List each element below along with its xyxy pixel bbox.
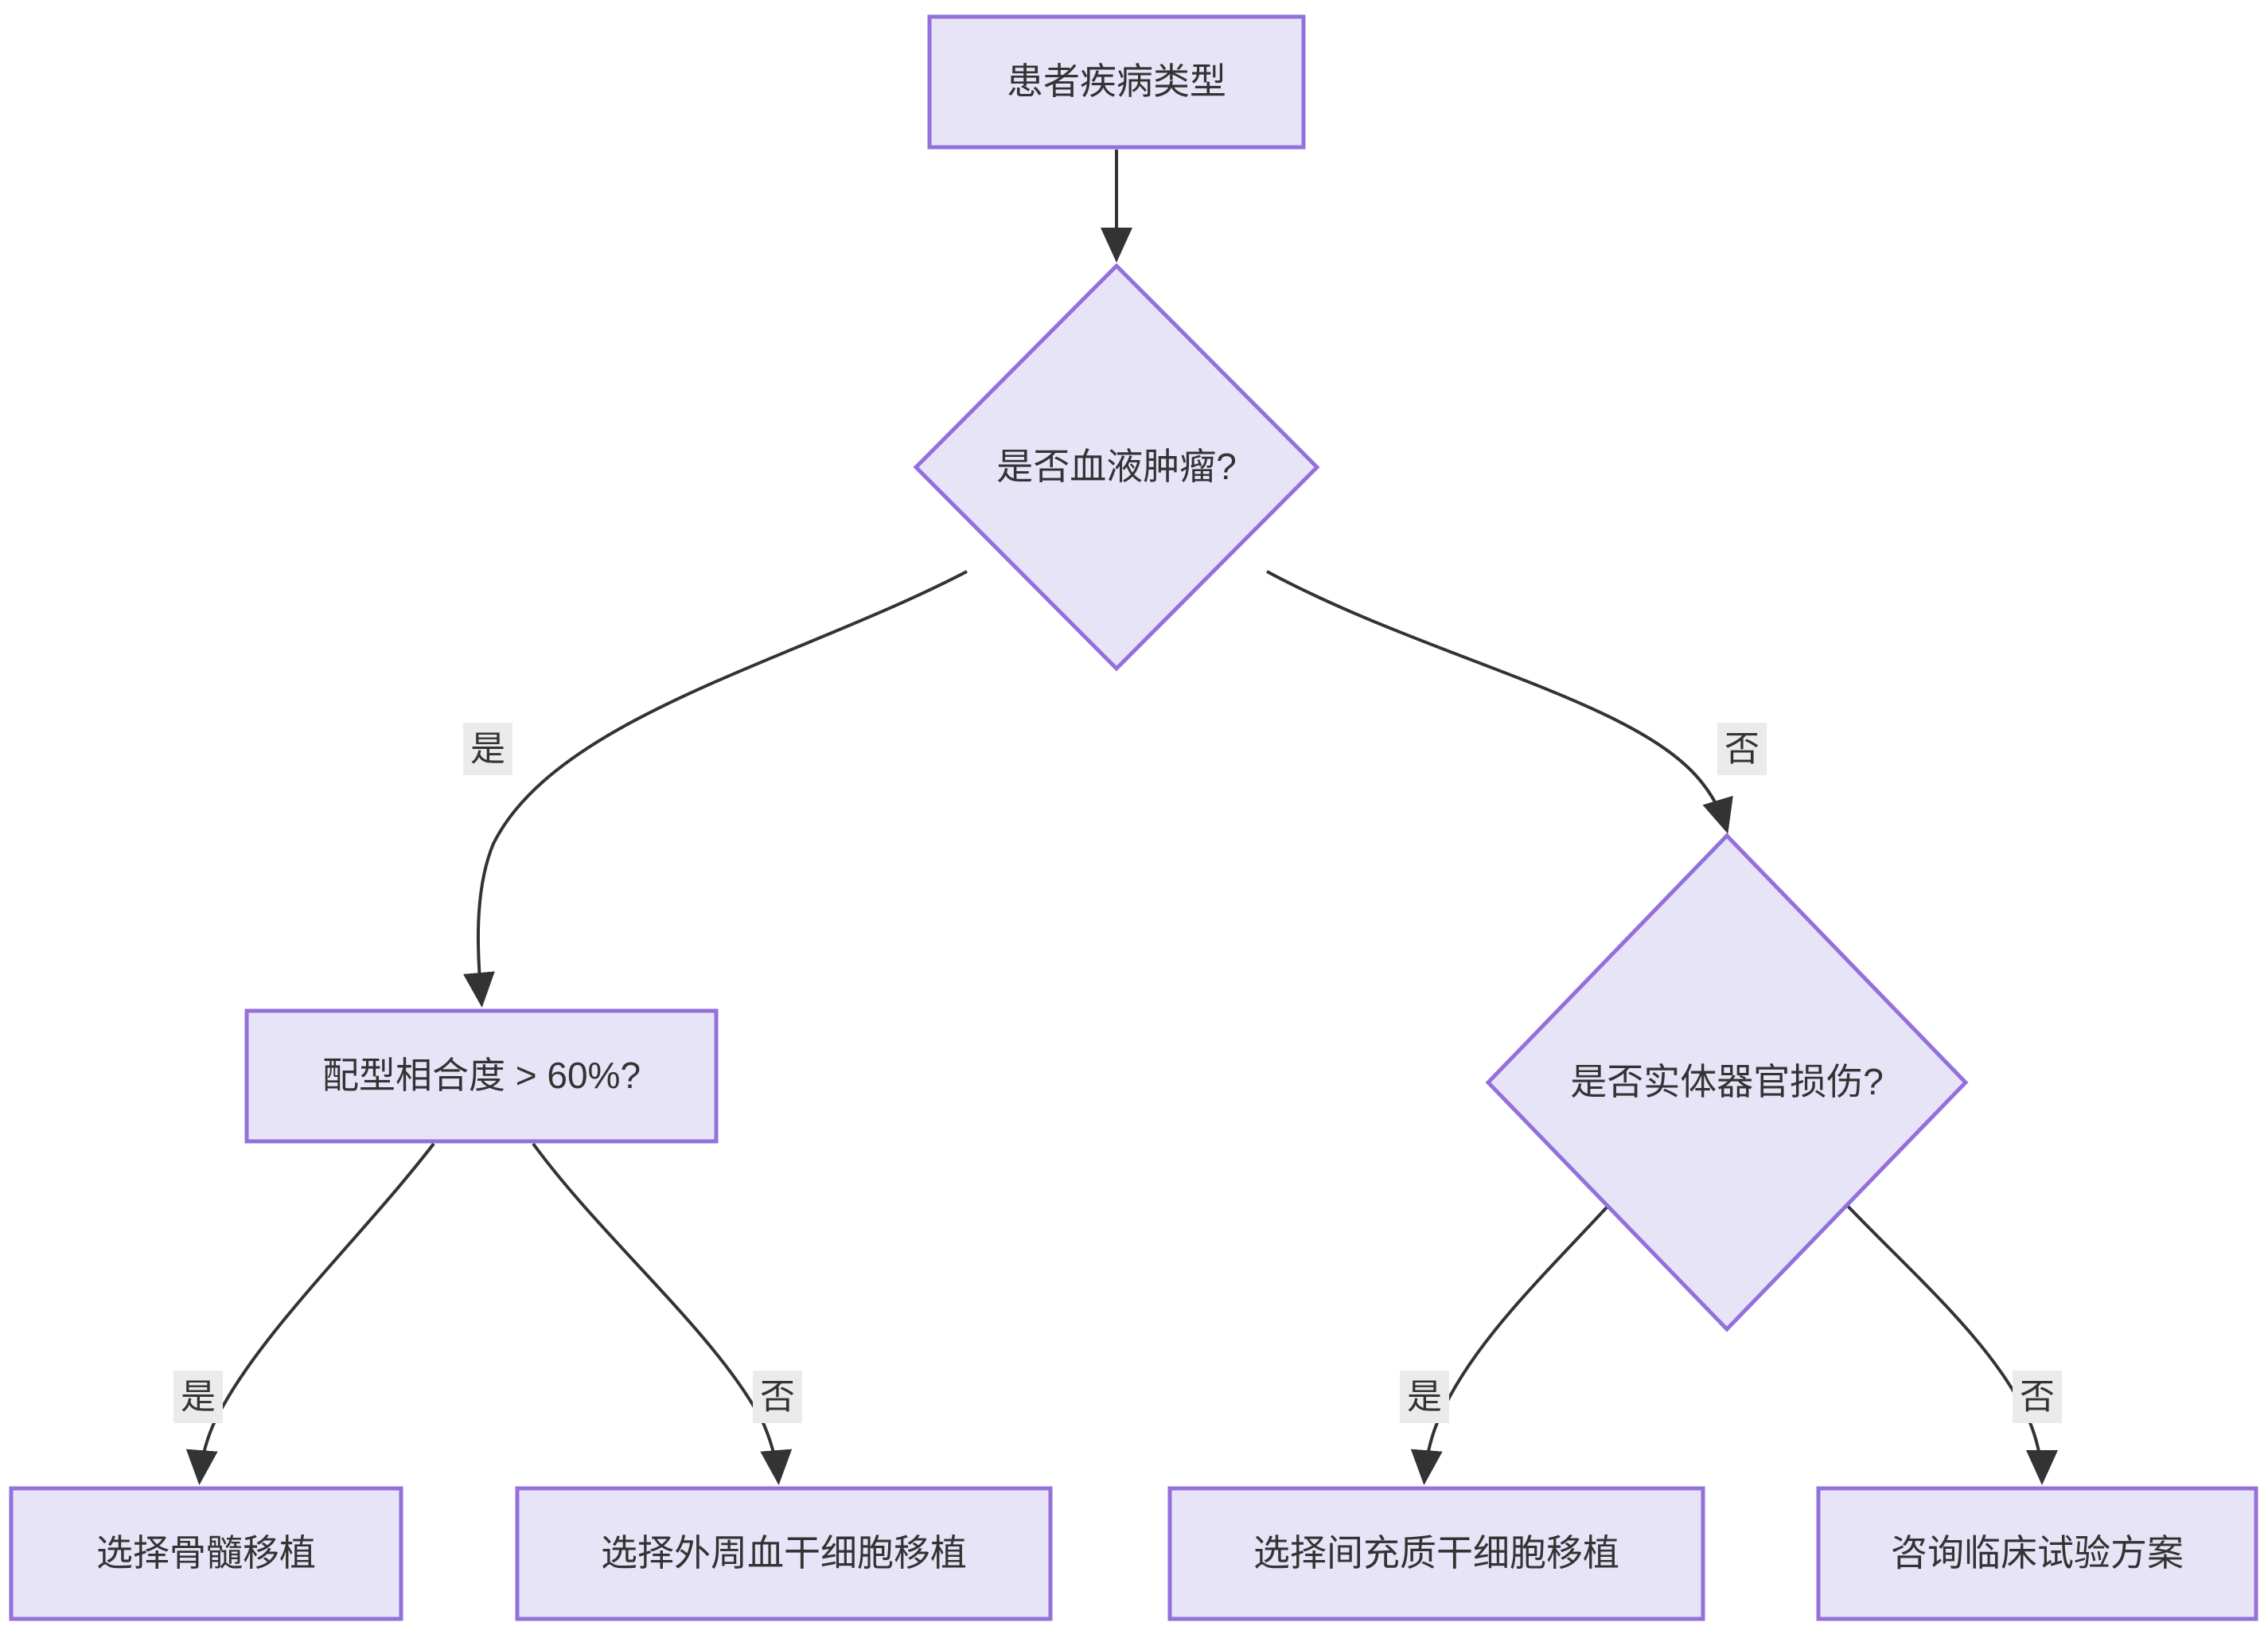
edge-n3-n6-no (532, 1142, 793, 1485)
node-consult-clinical-trial-protocol[interactable]: 咨询临床试验方案 (1816, 1486, 2258, 1621)
node-shape-diamond (913, 263, 1320, 672)
node-choose-mesenchymal-stem-cell-transplant[interactable]: 选择间充质干细胞移植 (1167, 1486, 1705, 1621)
node-label: 咨询临床试验方案 (1891, 1532, 2184, 1574)
node-label: 选择外周血干细胞移植 (601, 1532, 967, 1574)
edge-label-group: 是 否 是 否 是 否 (173, 723, 2062, 1423)
edge-label-n3-n5: 是 (173, 1371, 223, 1423)
edge-label-background (753, 1371, 802, 1423)
edge-label-background (1400, 1371, 1449, 1423)
edge-label-text: 是 (181, 1378, 216, 1417)
node-label: 配型相合度 > 60%? (322, 1055, 641, 1096)
node-label: 选择间充质干细胞移植 (1253, 1532, 1619, 1574)
node-label: 是否实体器官损伤? (1570, 1061, 1884, 1102)
node-match-compatibility[interactable]: 配型相合度 > 60%? (244, 1008, 719, 1144)
edge-label-text: 是 (1407, 1378, 1442, 1417)
node-group: 患者疾病类型 是否血液肿瘤? 配型相合度 > 60%? 是否实体器官损伤? 选择… (9, 14, 2258, 1621)
edge-n3-n5-yes (185, 1142, 435, 1485)
node-choose-bone-marrow-transplant[interactable]: 选择骨髓移植 (9, 1486, 403, 1621)
edge-n4-n8-no (1838, 1196, 2058, 1485)
edge-label-background (1717, 723, 1767, 775)
edge-label-n4-n8: 否 (2013, 1371, 2062, 1423)
edge-label-n2-n4: 否 (1717, 723, 1767, 775)
node-shape-rect (927, 14, 1306, 150)
node-choose-peripheral-blood-stem-cell-transplant[interactable]: 选择外周血干细胞移植 (515, 1486, 1053, 1621)
edge-label-text: 否 (2020, 1378, 2055, 1417)
node-shape-rect (1816, 1486, 2258, 1621)
edge-label-background (173, 1371, 223, 1423)
node-label: 选择骨髓移植 (96, 1532, 316, 1574)
edge-label-background (2013, 1371, 2062, 1423)
edge-label-text: 否 (760, 1378, 795, 1417)
edge-label-text: 否 (1724, 730, 1759, 769)
node-patient-disease-type[interactable]: 患者疾病类型 (927, 14, 1306, 150)
edge-label-background (463, 723, 512, 775)
node-shape-rect (9, 1486, 403, 1621)
edge-n2-n4-no (1266, 570, 1733, 834)
node-is-hematologic-tumor[interactable]: 是否血液肿瘤? (913, 263, 1320, 672)
edge-label-n4-n7: 是 (1400, 1371, 1449, 1423)
edge-n4-n7-yes (1410, 1196, 1617, 1485)
node-label: 患者疾病类型 (1007, 60, 1226, 102)
node-label: 是否血液肿瘤? (996, 446, 1237, 487)
edge-label-text: 是 (470, 730, 505, 769)
node-is-solid-organ-damage[interactable]: 是否实体器官损伤? (1485, 833, 1969, 1332)
edge-label-n2-n3: 是 (463, 723, 512, 775)
edge-n2-n3-yes (462, 570, 968, 1008)
node-shape-rect (1167, 1486, 1705, 1621)
edge-label-n3-n6: 否 (753, 1371, 802, 1423)
node-shape-rect (244, 1008, 719, 1144)
edge-group (185, 150, 2058, 1485)
node-shape-diamond (1485, 833, 1969, 1332)
node-shape-rect (515, 1486, 1053, 1621)
